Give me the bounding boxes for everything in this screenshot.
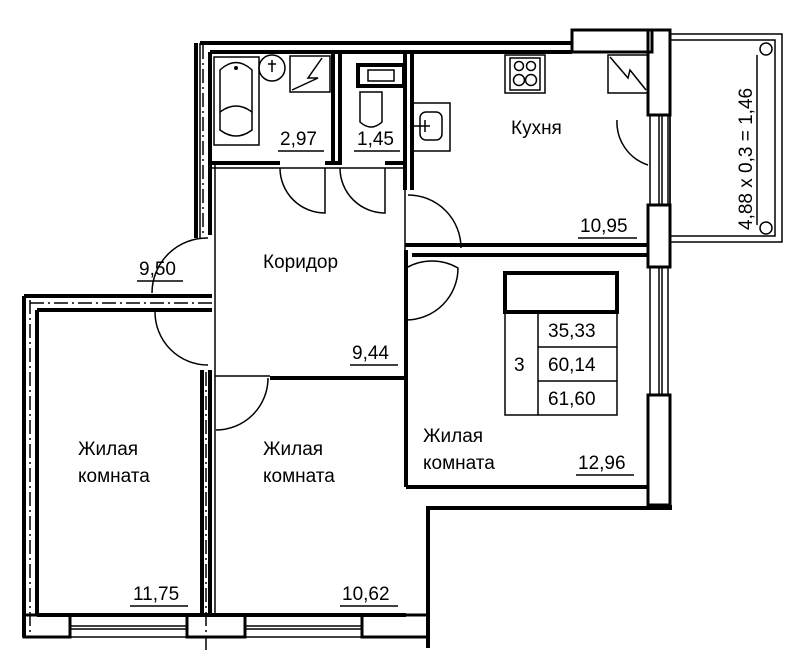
fixtures <box>213 54 649 152</box>
bathtub-icon <box>213 56 260 146</box>
living-left-area: 11,75 <box>133 584 179 605</box>
living-middle-label-line2: комната <box>263 466 335 487</box>
corridor-area: 9,44 <box>352 343 389 364</box>
living-middle-label-line1: Жилая <box>263 439 323 460</box>
doors <box>151 119 649 431</box>
total-area-value: 60,14 <box>548 355 596 376</box>
corridor-label: Коридор <box>263 252 338 273</box>
living-right-area: 12,96 <box>578 453 626 474</box>
washbasin-icon <box>258 54 286 82</box>
stove-icon <box>504 54 546 94</box>
bathroom-area: 2,97 <box>280 129 317 150</box>
kitchen-sink-icon <box>412 102 451 152</box>
rooms-count: 3 <box>514 355 525 376</box>
living-left-label-line2: комната <box>78 466 150 487</box>
living-area-value: 35,33 <box>548 321 596 342</box>
living-right-label-line1: Жилая <box>423 426 483 447</box>
living-right-label-line2: комната <box>423 453 495 474</box>
balcony-dimension-label: 4,88 х 0,3 = 1,46 <box>736 88 757 230</box>
apartment-summary-table: 3 35,33 60,14 61,60 <box>503 271 619 416</box>
room-labels: 2,97 1,45 Кухня 10,95 Коридор 9,44 9,50 … <box>78 118 637 607</box>
toilet-icon <box>356 63 406 128</box>
living-left-label-line1: Жилая <box>78 439 138 460</box>
interior-walls <box>200 52 648 650</box>
hall-area: 9,50 <box>139 259 176 280</box>
gas-boiler-icon <box>607 54 649 94</box>
toilet-area: 1,45 <box>357 129 394 150</box>
kitchen-area: 10,95 <box>580 216 628 237</box>
total-area-with-balcony-value: 61,60 <box>548 389 596 410</box>
kitchen-label: Кухня <box>511 118 562 139</box>
balcony: 4,88 х 0,3 = 1,46 <box>669 33 783 243</box>
water-heater-icon <box>289 55 331 93</box>
living-middle-area: 10,62 <box>342 584 390 605</box>
